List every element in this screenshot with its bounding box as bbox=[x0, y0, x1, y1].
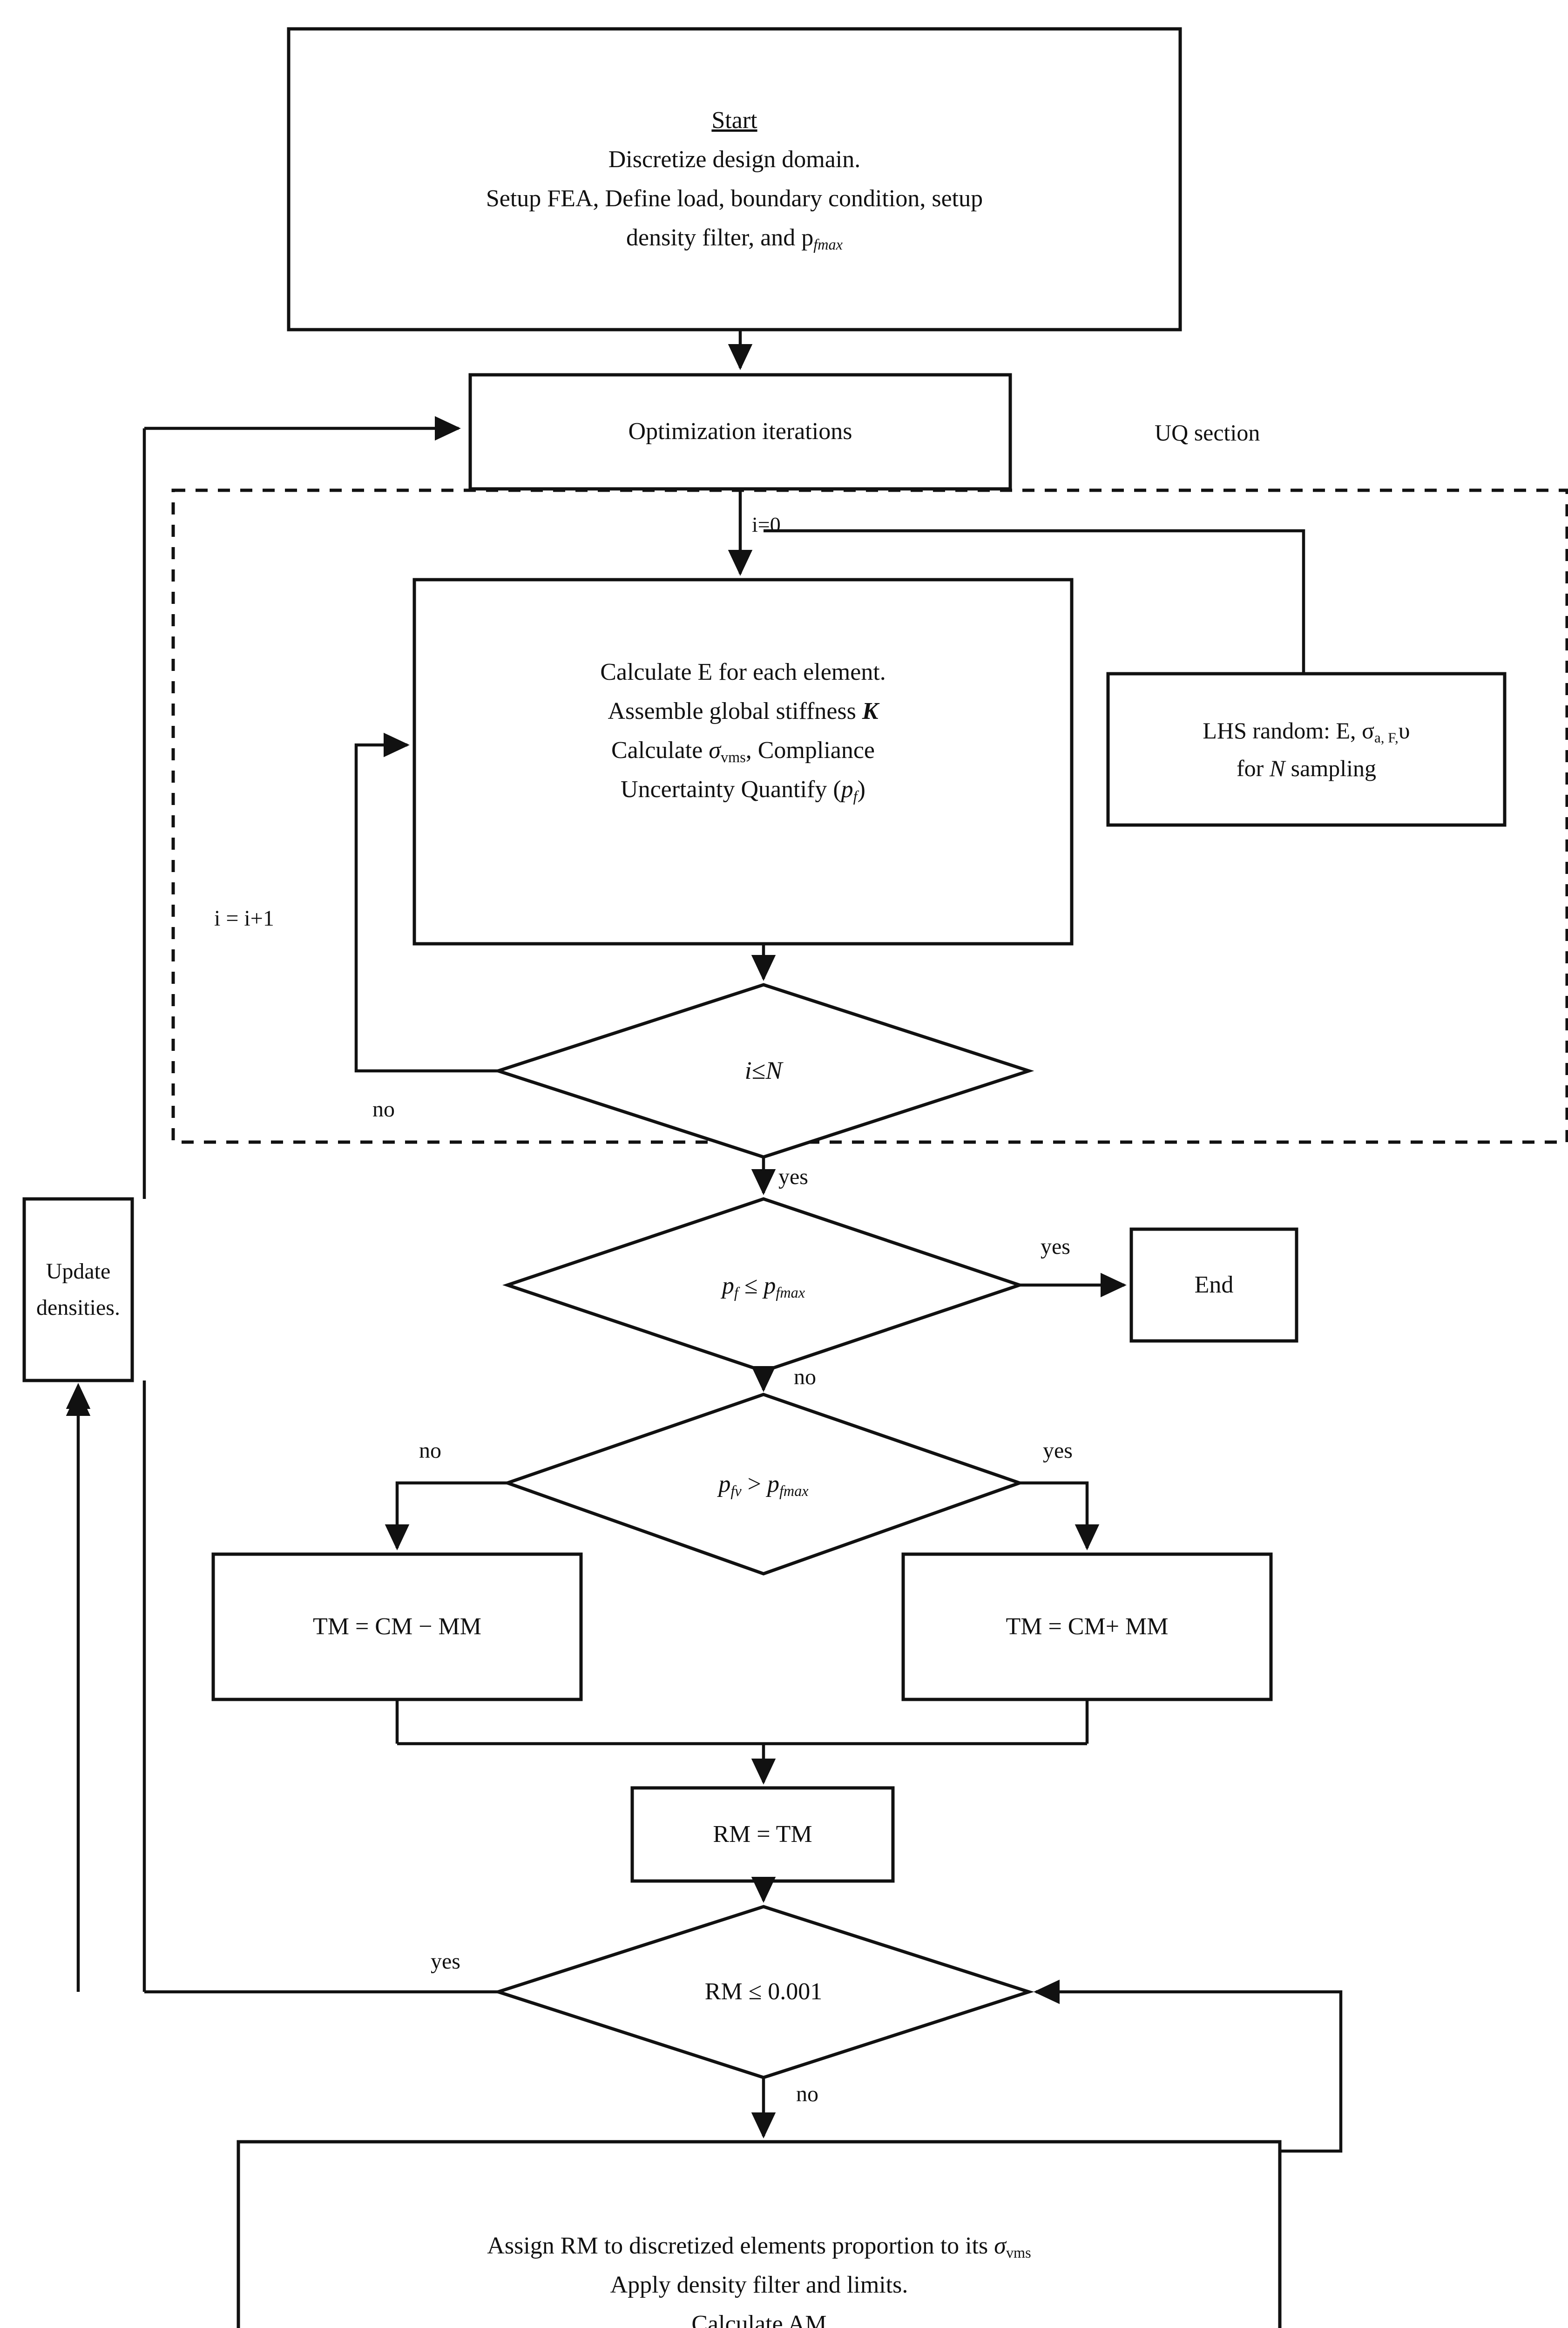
update-box bbox=[22, 1197, 134, 1382]
edge-pfv-yes-to-tm-plus bbox=[1020, 1481, 1100, 1550]
edge-label-yes-end: yes bbox=[1041, 1234, 1070, 1259]
edge-label-yes-rm: yes bbox=[431, 1949, 460, 1974]
optimization-box bbox=[468, 373, 1012, 491]
uq-section-label: UQ section bbox=[1155, 420, 1260, 446]
edge-label-i-increment: i = i+1 bbox=[214, 906, 274, 931]
edge-assign-feedback-to-rm bbox=[1034, 1979, 1343, 2153]
edge-label-no-pf: no bbox=[794, 1365, 816, 1389]
edge-label-yes-iN: yes bbox=[778, 1164, 808, 1189]
tm-minus-box bbox=[211, 1552, 583, 1701]
edge-label-i-zero: i=0 bbox=[752, 513, 781, 536]
calculate-box bbox=[412, 578, 1074, 946]
rm-tm-box bbox=[630, 1786, 895, 1883]
start-box bbox=[287, 27, 1182, 332]
diamond-pfv-gt-pfmax bbox=[502, 1393, 1025, 1576]
lhs-box bbox=[1106, 672, 1507, 827]
edge-label-no-rm: no bbox=[796, 2082, 818, 2106]
edge-label-no-iN: no bbox=[372, 1097, 395, 1122]
end-box bbox=[1129, 1227, 1298, 1343]
edge-lhs-to-calculate bbox=[764, 529, 1305, 674]
edge-iN-no-loop bbox=[354, 732, 498, 1073]
assign-box bbox=[237, 2140, 1282, 2328]
edge-label-no-pfv: no bbox=[419, 1438, 441, 1463]
tm-plus-box bbox=[901, 1552, 1273, 1701]
edge-label-yes-pfv: yes bbox=[1043, 1438, 1073, 1463]
edge-pfv-no-to-tm-minus bbox=[385, 1481, 507, 1550]
